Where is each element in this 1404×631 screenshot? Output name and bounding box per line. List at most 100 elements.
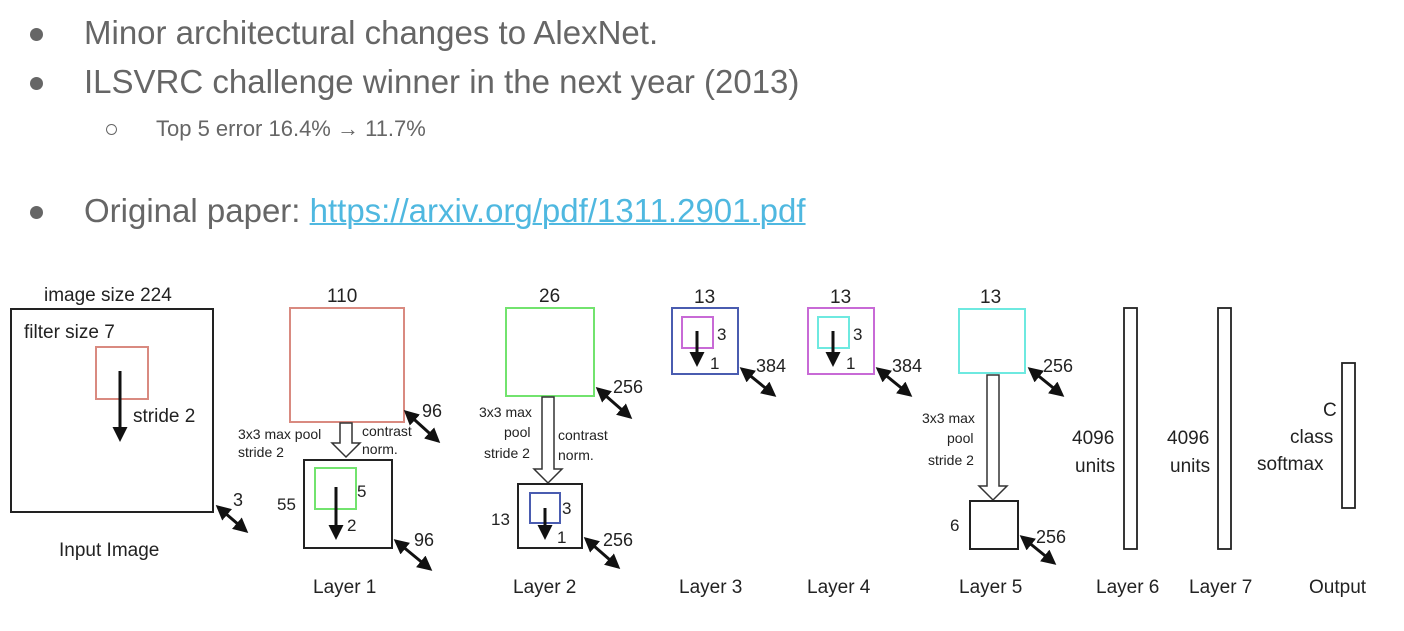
- layer-1-block: 110 96 3x3 max pool stride 2 contrast no…: [238, 286, 442, 598]
- layer1-depth-arrow-top: [403, 409, 441, 444]
- layer5-pool-line1: 3x3 max: [922, 410, 975, 426]
- layer2-depth-bottom: 256: [603, 530, 633, 550]
- layer-4-block: 13 3 1 384 Layer 4: [807, 287, 922, 598]
- layer2-pool-line1: 3x3 max: [479, 404, 532, 420]
- layer7-caption: Layer 7: [1189, 577, 1252, 598]
- zfnet-architecture-diagram: image size 224 filter size 7 stride 2 3 …: [10, 285, 1367, 598]
- layer1-contrast-line2: norm.: [362, 441, 398, 457]
- layer2-depth-arrow-top: [595, 387, 633, 419]
- layer2-stride: 1: [557, 528, 566, 547]
- layer1-pool-arrow: [330, 422, 362, 459]
- output-c-label: C: [1323, 400, 1337, 421]
- layer1-pooled-box: [303, 459, 393, 549]
- layer-6-block: 4096 units Layer 6: [1072, 307, 1159, 598]
- layer2-contrast-line2: norm.: [558, 447, 594, 463]
- layer-5-block: 13 256 3x3 max pool stride 2 6 256 Layer…: [922, 287, 1073, 598]
- layer2-pool-line2: pool: [504, 424, 530, 440]
- layer1-feature-box: [289, 307, 405, 423]
- layer4-stride: 1: [846, 354, 855, 373]
- input-image-block: image size 224 filter size 7 stride 2 3 …: [10, 285, 249, 561]
- layer2-top-label: 26: [539, 286, 560, 307]
- layer5-feature-box: [958, 308, 1026, 374]
- layer1-depth-arrow-bottom: [393, 539, 433, 571]
- layer3-feature-box: [671, 307, 739, 375]
- bullet-item: Minor architectural changes to AlexNet.: [84, 14, 658, 52]
- output-caption: Output: [1309, 577, 1367, 598]
- layer4-feature-box: [807, 307, 875, 375]
- input-filter-label: filter size 7: [24, 322, 115, 343]
- layer1-kernel: 5: [357, 482, 366, 501]
- layer1-caption: Layer 1: [313, 577, 376, 598]
- layer2-contrast-line1: contrast: [558, 427, 608, 443]
- bullet-dot: [30, 77, 43, 90]
- layer5-size: 6: [950, 516, 959, 535]
- layer1-contrast-line1: contrast: [362, 423, 412, 439]
- paper-link[interactable]: https://arxiv.org/pdf/1311.2901.pdf: [309, 192, 806, 229]
- input-depth-label: 3: [233, 490, 243, 510]
- layer2-depth-top: 256: [613, 377, 643, 397]
- input-caption: Input Image: [59, 540, 159, 561]
- layer1-stride: 2: [347, 516, 356, 535]
- bullet-dot: [30, 28, 43, 41]
- layer7-units-label: units: [1170, 456, 1210, 477]
- input-stride-label: stride 2: [133, 406, 195, 427]
- layer1-depth-bottom: 96: [414, 530, 434, 550]
- layer2-pooled-box: [517, 483, 583, 549]
- bullet-dot: [30, 206, 43, 219]
- layer5-pool-arrow: [977, 374, 1009, 502]
- layer-3-block: 13 3 1 384 Layer 3: [671, 287, 786, 598]
- bullet-item: Original paper: https://arxiv.org/pdf/13…: [84, 192, 806, 230]
- layer4-caption: Layer 4: [807, 577, 871, 598]
- layer2-pool-line3: stride 2: [484, 445, 530, 461]
- layer6-caption: Layer 6: [1096, 577, 1159, 598]
- layer1-pool-line2: stride 2: [238, 444, 284, 460]
- layer5-top-label: 13: [980, 287, 1001, 308]
- layer5-depth-top: 256: [1043, 356, 1073, 376]
- layer7-units-count: 4096: [1167, 428, 1209, 449]
- bullet-text: ILSVRC challenge winner in the next year…: [84, 63, 800, 100]
- layer5-pool-line2: pool: [947, 430, 973, 446]
- sub-bullet-text: Top 5 error 16.4% → 11.7%: [156, 116, 426, 141]
- layer3-depth: 384: [756, 356, 786, 376]
- layer4-kernel: 3: [853, 325, 862, 344]
- bullet-text: Minor architectural changes to AlexNet.: [84, 14, 659, 51]
- layer1-depth-top: 96: [422, 401, 442, 421]
- layer4-top-label: 13: [830, 287, 851, 308]
- layer-7-block: 4096 units Layer 7: [1167, 307, 1252, 598]
- layer3-top-label: 13: [694, 287, 715, 308]
- layer6-units-label: units: [1075, 456, 1115, 477]
- output-block: C class softmax Output: [1257, 362, 1367, 598]
- layer5-pool-line3: stride 2: [928, 452, 974, 468]
- layer4-depth-arrow: [875, 367, 913, 397]
- sub-bullet-item: Top 5 error 16.4% → 11.7%: [156, 116, 426, 142]
- layer5-depth-arrow-top: [1027, 367, 1065, 397]
- layer5-pooled-box: [969, 500, 1019, 550]
- layer6-units-count: 4096: [1072, 428, 1114, 449]
- output-softmax-bar: [1341, 362, 1356, 509]
- input-image-box: [10, 308, 214, 513]
- layer3-caption: Layer 3: [679, 577, 742, 598]
- layer2-depth-arrow-bottom: [583, 537, 621, 569]
- layer2-feature-box: [505, 307, 595, 397]
- layer4-depth: 384: [892, 356, 922, 376]
- layer7-fc-bar: [1217, 307, 1232, 550]
- layer5-caption: Layer 5: [959, 577, 1022, 598]
- layer3-depth-arrow: [739, 367, 777, 397]
- layer3-kernel: 3: [717, 325, 726, 344]
- layer2-size: 13: [491, 510, 510, 529]
- layer2-pool-arrow: [532, 396, 564, 485]
- sub-bullet-circle: [106, 124, 117, 135]
- layer1-pool-line1: 3x3 max pool: [238, 426, 321, 442]
- layer3-stride: 1: [710, 354, 719, 373]
- layer1-size: 55: [277, 495, 296, 514]
- input-size-label: image size 224: [44, 285, 172, 306]
- input-depth-arrow: [215, 505, 249, 533]
- layer2-caption: Layer 2: [513, 577, 576, 598]
- layer-2-block: 26 256 3x3 max pool stride 2 contrast no…: [479, 286, 643, 598]
- layer5-depth-arrow-bottom: [1019, 535, 1057, 565]
- bullet-item: ILSVRC challenge winner in the next year…: [84, 63, 799, 101]
- layer2-kernel: 3: [562, 499, 571, 518]
- output-softmax-label: softmax: [1257, 454, 1324, 475]
- layer6-fc-bar: [1123, 307, 1138, 550]
- bullet-text: Original paper:: [84, 192, 310, 229]
